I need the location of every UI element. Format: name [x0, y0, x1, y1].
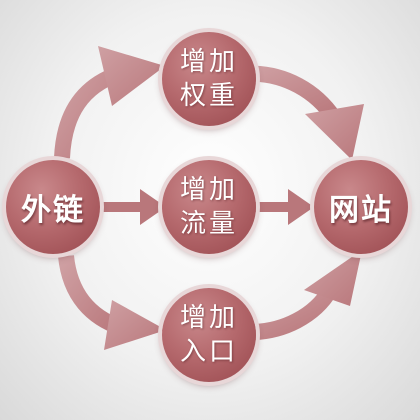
- arrowhead-bottom-to-target: [304, 250, 362, 306]
- node-top-line2: 权重: [179, 81, 238, 111]
- node-bottom-line1: 增加: [179, 303, 238, 333]
- arrowhead-source-to-bottom: [104, 300, 166, 350]
- arrow-bottom-to-target: [243, 285, 337, 341]
- arrowhead-source-to-top: [98, 46, 165, 106]
- node-middle: 增加 流量: [162, 160, 256, 254]
- node-top: 增加 权重: [162, 32, 256, 126]
- arrowhead-top-to-target: [305, 104, 364, 160]
- node-bottom: 增加 入口: [162, 288, 256, 382]
- arrow-middle-to-target: [248, 202, 294, 212]
- node-source-label: 外链: [21, 193, 85, 228]
- node-target: 网站: [314, 160, 408, 254]
- arrowhead-middle-to-target: [288, 189, 314, 225]
- node-target-label: 网站: [329, 193, 393, 228]
- node-source: 外链: [6, 160, 100, 254]
- node-middle-line2: 流量: [179, 209, 238, 239]
- node-top-line1: 增加: [179, 47, 238, 77]
- arrowhead-source-to-middle: [140, 189, 166, 225]
- node-middle-line1: 增加: [179, 175, 238, 205]
- arrow-source-to-middle: [102, 202, 146, 212]
- node-bottom-line2: 入口: [179, 337, 238, 367]
